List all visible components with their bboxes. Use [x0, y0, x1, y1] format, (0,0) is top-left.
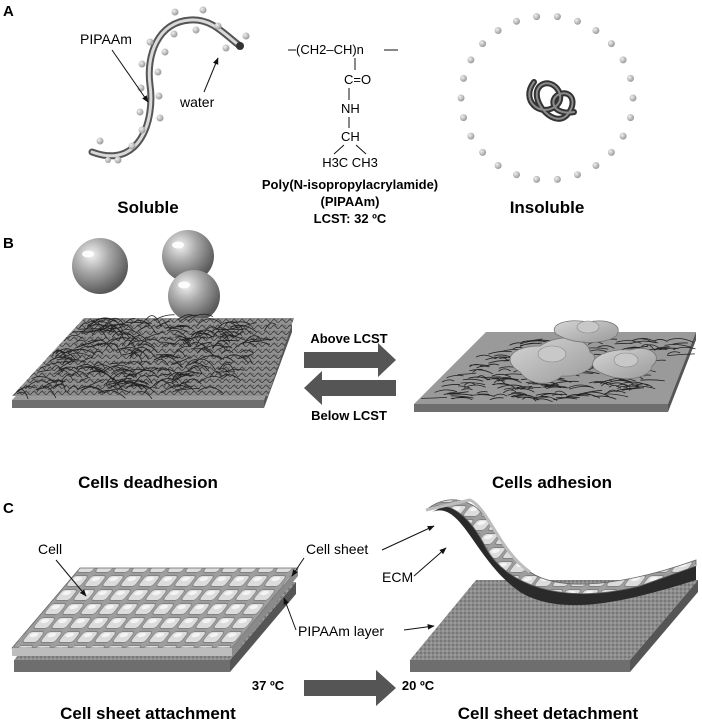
water-molecule: [494, 27, 502, 34]
cooling-arrow: [304, 670, 396, 706]
pipaam-label: PIPAAm: [80, 31, 132, 47]
soluble-polymer-chain: [88, 16, 244, 160]
water-molecules-insoluble: [457, 13, 637, 183]
cell-sheet-attachment-caption: Cell sheet attachment: [60, 704, 236, 723]
cell-sheet-detachment-caption: Cell sheet detachment: [458, 704, 639, 723]
chem-backbone: (CH2–CH)n: [296, 42, 364, 57]
above-lcst-arrow: [304, 343, 396, 377]
water-molecule: [479, 40, 487, 48]
chem-methyls: H3C CH3: [322, 155, 378, 170]
water-molecule: [460, 114, 467, 122]
floating-cells: [72, 230, 220, 322]
ecm-label: ECM: [382, 569, 413, 585]
water-pointer-arrow: [203, 57, 219, 93]
water-molecule: [607, 40, 615, 48]
chem-carbonyl: C=O: [344, 72, 371, 87]
pipaam-layer-pointer-left: [283, 597, 297, 631]
adhered-cells: [509, 320, 657, 384]
cell-label: Cell: [38, 541, 62, 557]
attached-cell-sheet-slab: [11, 567, 299, 672]
water-molecule: [460, 74, 467, 82]
water-molecule: [607, 148, 615, 156]
water-molecule: [553, 175, 561, 183]
cell-sheet-pointer-left: [291, 557, 305, 577]
temperature-to: 20 ºC: [402, 678, 435, 693]
water-molecule: [592, 27, 600, 34]
below-lcst-label: Below LCST: [311, 408, 387, 423]
above-lcst-label: Above LCST: [310, 331, 387, 346]
cell-pointer-arrow: [55, 559, 87, 597]
panel-c-letter: C: [3, 500, 14, 517]
cells-deadhesion-caption: Cells deadhesion: [78, 473, 218, 492]
ecm-pointer-arrow: [413, 547, 447, 577]
polymer-name: Poly(N-isopropylacrylamide): [262, 177, 438, 192]
hydrated-pipaam-slab: [12, 313, 294, 408]
peeled-cell-sheet: [425, 498, 697, 606]
panel-b-letter: B: [3, 235, 14, 252]
soluble-caption: Soluble: [117, 198, 178, 217]
water-molecule: [629, 94, 637, 102]
water-molecule: [494, 162, 502, 169]
water-molecules-soluble: [96, 6, 250, 164]
water-molecule: [533, 175, 541, 183]
water-molecule: [627, 74, 634, 82]
chem-amide: NH: [341, 101, 360, 116]
water-molecule: [553, 13, 561, 21]
lcst-value: LCST: 32 ºC: [314, 211, 387, 226]
cell-sheet-label: Cell sheet: [306, 541, 368, 557]
collapsed-polymer-coil: [526, 79, 577, 122]
panel-a-letter: A: [3, 3, 14, 20]
water-molecule: [467, 132, 475, 140]
water-label: water: [179, 94, 215, 110]
water-molecule: [627, 114, 634, 122]
temperature-from: 37 ºC: [252, 678, 285, 693]
water-molecule: [574, 171, 581, 179]
pipaam-layer-pointer-right: [403, 624, 435, 631]
water-molecule: [619, 132, 627, 140]
water-molecule: [513, 17, 520, 25]
pipaam-pointer-arrow: [111, 49, 149, 103]
water-molecule: [479, 148, 487, 156]
water-molecule: [513, 171, 520, 179]
pipaam-layer-label: PIPAAm layer: [298, 623, 384, 639]
water-molecule: [457, 94, 465, 102]
detached-cell-sheet-slab: [410, 580, 698, 672]
water-molecule: [533, 13, 541, 21]
water-molecule: [619, 56, 627, 64]
water-molecule: [467, 56, 475, 64]
chem-methine: CH: [341, 129, 360, 144]
water-molecule: [574, 17, 581, 25]
water-molecule: [592, 162, 600, 169]
insoluble-caption: Insoluble: [510, 198, 585, 217]
below-lcst-arrow: [304, 371, 396, 405]
chemical-structure: (CH2–CH)n C=O NH CH H3C CH3: [288, 42, 398, 170]
cell-sheet-pointer-right: [381, 525, 435, 551]
polymer-abbrev: (PIPAAm): [321, 194, 380, 209]
cells-adhesion-caption: Cells adhesion: [492, 473, 612, 492]
